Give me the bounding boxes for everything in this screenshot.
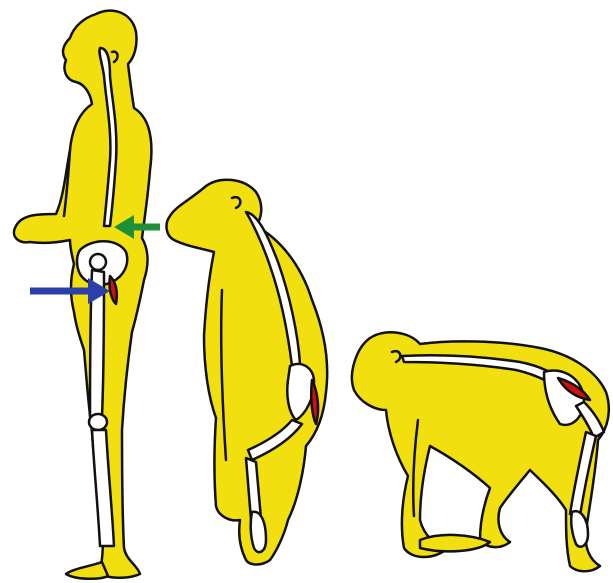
crouching-ape xyxy=(167,180,328,565)
quadruped-ape-body xyxy=(352,332,609,571)
human-hip-joint xyxy=(90,254,106,270)
quadruped-ape xyxy=(352,332,609,571)
upright-human xyxy=(14,11,151,579)
human-knee xyxy=(89,414,107,430)
quadruped-ape-hand xyxy=(420,535,490,551)
human-foot-back xyxy=(66,562,108,579)
